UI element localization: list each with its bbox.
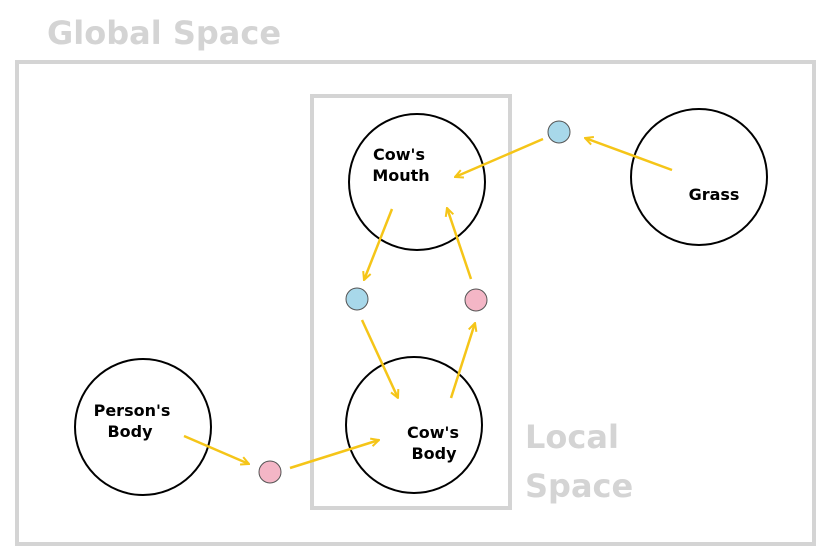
global-space-frame [15,60,816,546]
blue-dot-middle-left [345,287,369,311]
cows-body-node [345,356,483,494]
cows-body-label-line1: Cow's [407,423,459,442]
arrow-blue-dot-to-cows-mouth [455,137,544,177]
local-space-label-line1: Local [525,418,619,456]
cows-mouth-label-line1: Cow's [373,145,425,164]
local-space-label-line2: Space [525,467,633,505]
global-space-label: Global Space [47,14,281,52]
blue-dot-top-right [547,120,571,144]
cows-body-label-line2: Body [411,444,457,463]
arrow-cows-mouth-to-blue-dot [364,208,394,280]
persons-body-label-line1: Person's [94,401,171,420]
local-space-frame [310,94,512,510]
arrow-grass-to-blue-dot [585,138,673,172]
persons-body-label-line2: Body [107,422,153,441]
pink-dot-bottom [258,460,282,484]
pink-dot-middle-right [464,288,488,312]
arrow-pink-dot-to-cows-body [289,440,379,470]
arrow-blue-dot-to-cows-body [360,319,398,398]
arrow-persons-body-to-pink-dot [183,434,249,464]
cows-mouth-label-line2: Mouth [372,166,429,185]
persons-body-node [74,358,212,496]
arrow-pink-dot-to-cows-mouth [447,208,473,280]
grass-node [630,108,768,246]
grass-label: Grass [689,185,740,204]
arrow-cows-body-to-pink-dot [449,323,475,399]
